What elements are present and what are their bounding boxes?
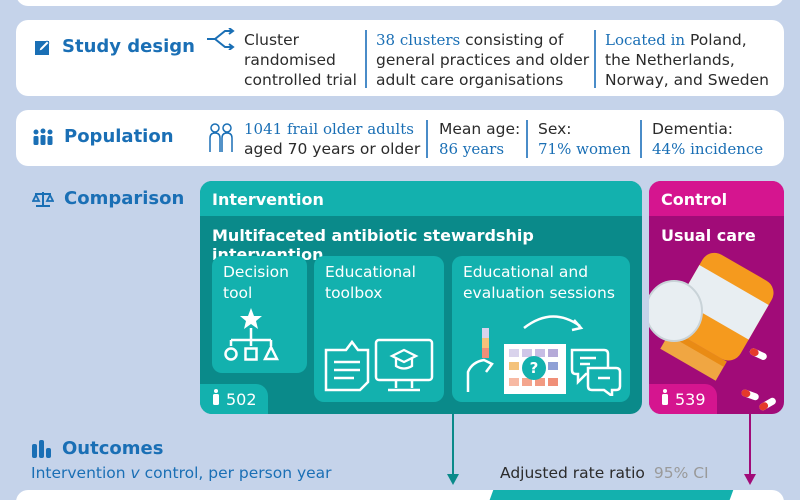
outcomes-heading: Outcomes [32,438,163,459]
top-card [16,0,784,6]
divider [594,30,596,88]
person-icon [661,389,669,409]
design-clusters: 38 clusters consisting of general practi… [376,31,590,89]
divider [526,120,528,158]
control-arrow-icon [743,414,757,490]
bar-chart-icon [32,439,52,458]
outcomes-subtitle: Intervention v control, per person year [31,464,332,482]
population-card [16,110,784,166]
design-location: Located in Poland, the Netherlands, Norw… [605,31,769,89]
control-count: 539 [649,384,717,414]
outcomes-table-card [16,490,784,500]
person-icon [212,389,220,409]
dementia: Dementia: 44% incidence [652,120,764,158]
mean-age: Mean age: 86 years [439,120,521,158]
pill-bottle-icon [649,251,784,414]
comparison-heading: Comparison [32,188,184,209]
educational-toolbox-box: Educational toolbox [314,256,444,402]
population-main: 1041 frail older adults aged 70 years or… [244,120,421,158]
population-heading: Population [32,126,174,147]
divider [365,30,367,88]
scales-icon [32,190,54,208]
decision-tree-icon [223,308,296,370]
intervention-count: 502 [200,384,268,414]
edit-icon [34,38,52,56]
toolbox-icon [324,336,436,400]
sex: Sex: 71% women [538,120,631,158]
rate-ratio-header: Adjusted rate ratio 95% CI [500,464,709,482]
divider [640,120,642,158]
design-type: Cluster randomised controlled trial [244,31,357,89]
control-title: Control [649,181,784,216]
sessions-icon: ? [462,306,622,402]
study-design-card [16,20,784,96]
svg-text:?: ? [530,359,539,377]
divider [426,120,428,158]
intervention-title: Intervention [200,181,642,216]
intervention-panel: Intervention Multifaceted antibiotic ste… [200,181,642,414]
intervention-arrow-icon [446,414,460,490]
outcomes-header-bar [486,490,734,500]
decision-tool-box: Decision tool [212,256,307,373]
people-icon [32,128,54,146]
control-panel: Control Usual care 539 [649,181,784,414]
study-design-heading: Study design [34,36,195,57]
sessions-box: Educational and evaluation sessions ? [452,256,630,402]
control-subtitle: Usual care [661,226,756,245]
adults-outline-icon [208,122,234,158]
randomise-icon [205,27,235,54]
